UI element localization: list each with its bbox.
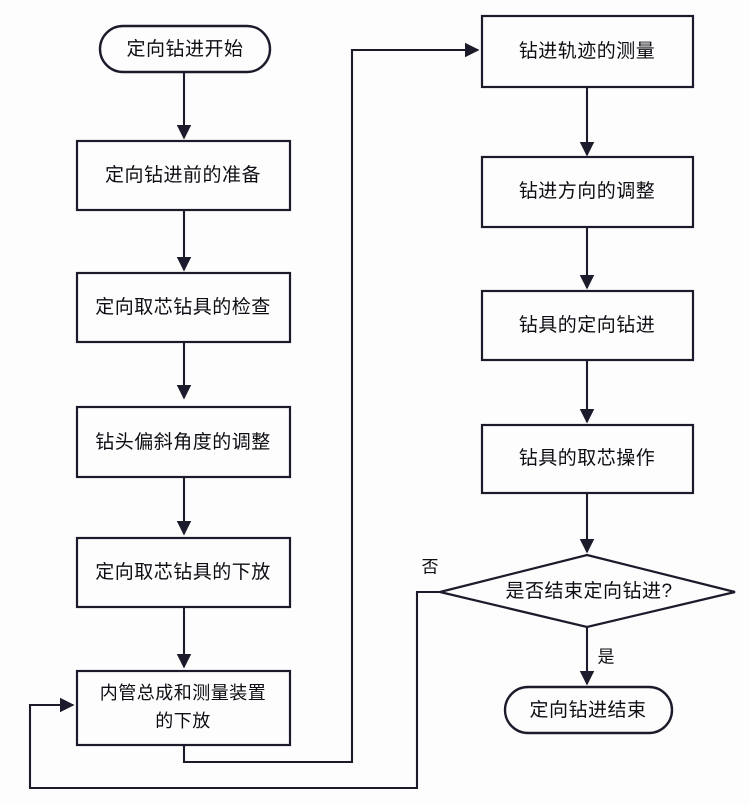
node-inspect-label: 定向取芯钻具的检查 bbox=[95, 296, 271, 318]
edge-layer: 否 是 bbox=[28, 42, 615, 790]
node-measure-label: 钻进轨迹的测量 bbox=[519, 40, 656, 62]
node-inner-tube-label-line2: 的下放 bbox=[155, 711, 211, 731]
node-start-label: 定向钻进开始 bbox=[126, 38, 243, 60]
node-coring-label: 钻具的取芯操作 bbox=[519, 447, 656, 469]
node-end-label: 定向钻进结束 bbox=[529, 699, 646, 721]
node-directional-drilling-label: 钻具的定向钻进 bbox=[519, 314, 656, 336]
edge-innertube-to-measure bbox=[182, 42, 480, 764]
edge-decision-no-to-innertube bbox=[28, 590, 440, 790]
node-prep[interactable]: 定向钻进前的准备 bbox=[75, 139, 292, 212]
edge-label-yes: 是 bbox=[598, 647, 615, 666]
node-lower-tool[interactable]: 定向取芯钻具的下放 bbox=[75, 536, 292, 609]
node-bit-angle[interactable]: 钻头偏斜角度的调整 bbox=[75, 405, 292, 479]
node-end[interactable]: 定向钻进结束 bbox=[503, 685, 674, 735]
node-prep-label: 定向钻进前的准备 bbox=[105, 164, 261, 186]
edge-label-no: 否 bbox=[422, 557, 439, 576]
node-measure[interactable]: 钻进轨迹的测量 bbox=[480, 14, 695, 89]
node-decision-label: 是否结束定向钻进? bbox=[505, 580, 672, 602]
node-decision[interactable]: 是否结束定向钻进? bbox=[439, 553, 736, 629]
node-layer: 定向钻进开始 定向钻进前的准备 定向取芯钻具的检查 钻头偏斜角度的调整 定向取芯… bbox=[75, 14, 736, 747]
node-lower-tool-label: 定向取芯钻具的下放 bbox=[95, 561, 271, 583]
node-adjust-direction[interactable]: 钻进方向的调整 bbox=[480, 155, 695, 229]
node-inner-tube[interactable]: 内管总成和测量装置 的下放 bbox=[75, 669, 292, 747]
node-adjust-direction-label: 钻进方向的调整 bbox=[519, 180, 656, 202]
node-inspect[interactable]: 定向取芯钻具的检查 bbox=[75, 271, 292, 344]
node-directional-drilling[interactable]: 钻具的定向钻进 bbox=[480, 289, 695, 362]
node-bit-angle-label: 钻头偏斜角度的调整 bbox=[95, 431, 271, 453]
node-start[interactable]: 定向钻进开始 bbox=[98, 24, 272, 74]
node-coring[interactable]: 钻具的取芯操作 bbox=[480, 423, 695, 495]
node-inner-tube-label-line1: 内管总成和测量装置 bbox=[100, 683, 267, 703]
